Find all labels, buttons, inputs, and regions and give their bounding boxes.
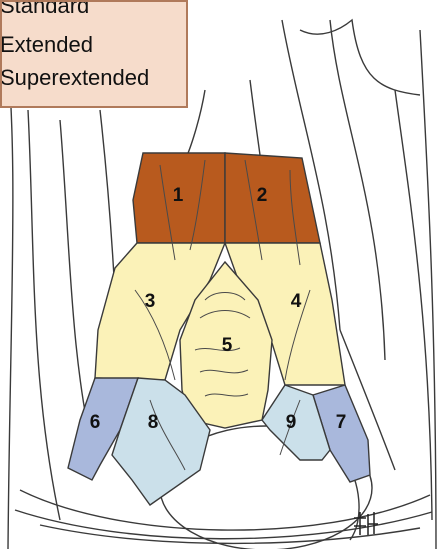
zone-label-7: 7 bbox=[336, 412, 347, 433]
zone-label-9: 9 bbox=[286, 412, 297, 433]
legend-item-standard: Standard bbox=[0, 0, 89, 18]
legend-item-extended: Extended bbox=[0, 33, 93, 57]
legend-item-superextended: Superextended bbox=[0, 66, 149, 90]
zone-label-6: 6 bbox=[90, 412, 101, 433]
zone-label-1: 1 bbox=[173, 185, 184, 206]
zones bbox=[68, 153, 370, 505]
legend-box: Standard Extended Superextended bbox=[0, 0, 188, 108]
zone-label-4: 4 bbox=[291, 291, 302, 312]
zone-2-region bbox=[225, 153, 320, 243]
zone-label-2: 2 bbox=[257, 185, 268, 206]
zone-label-8: 8 bbox=[148, 412, 159, 433]
zone-label-5: 5 bbox=[222, 335, 233, 356]
zone-label-3: 3 bbox=[145, 291, 156, 312]
